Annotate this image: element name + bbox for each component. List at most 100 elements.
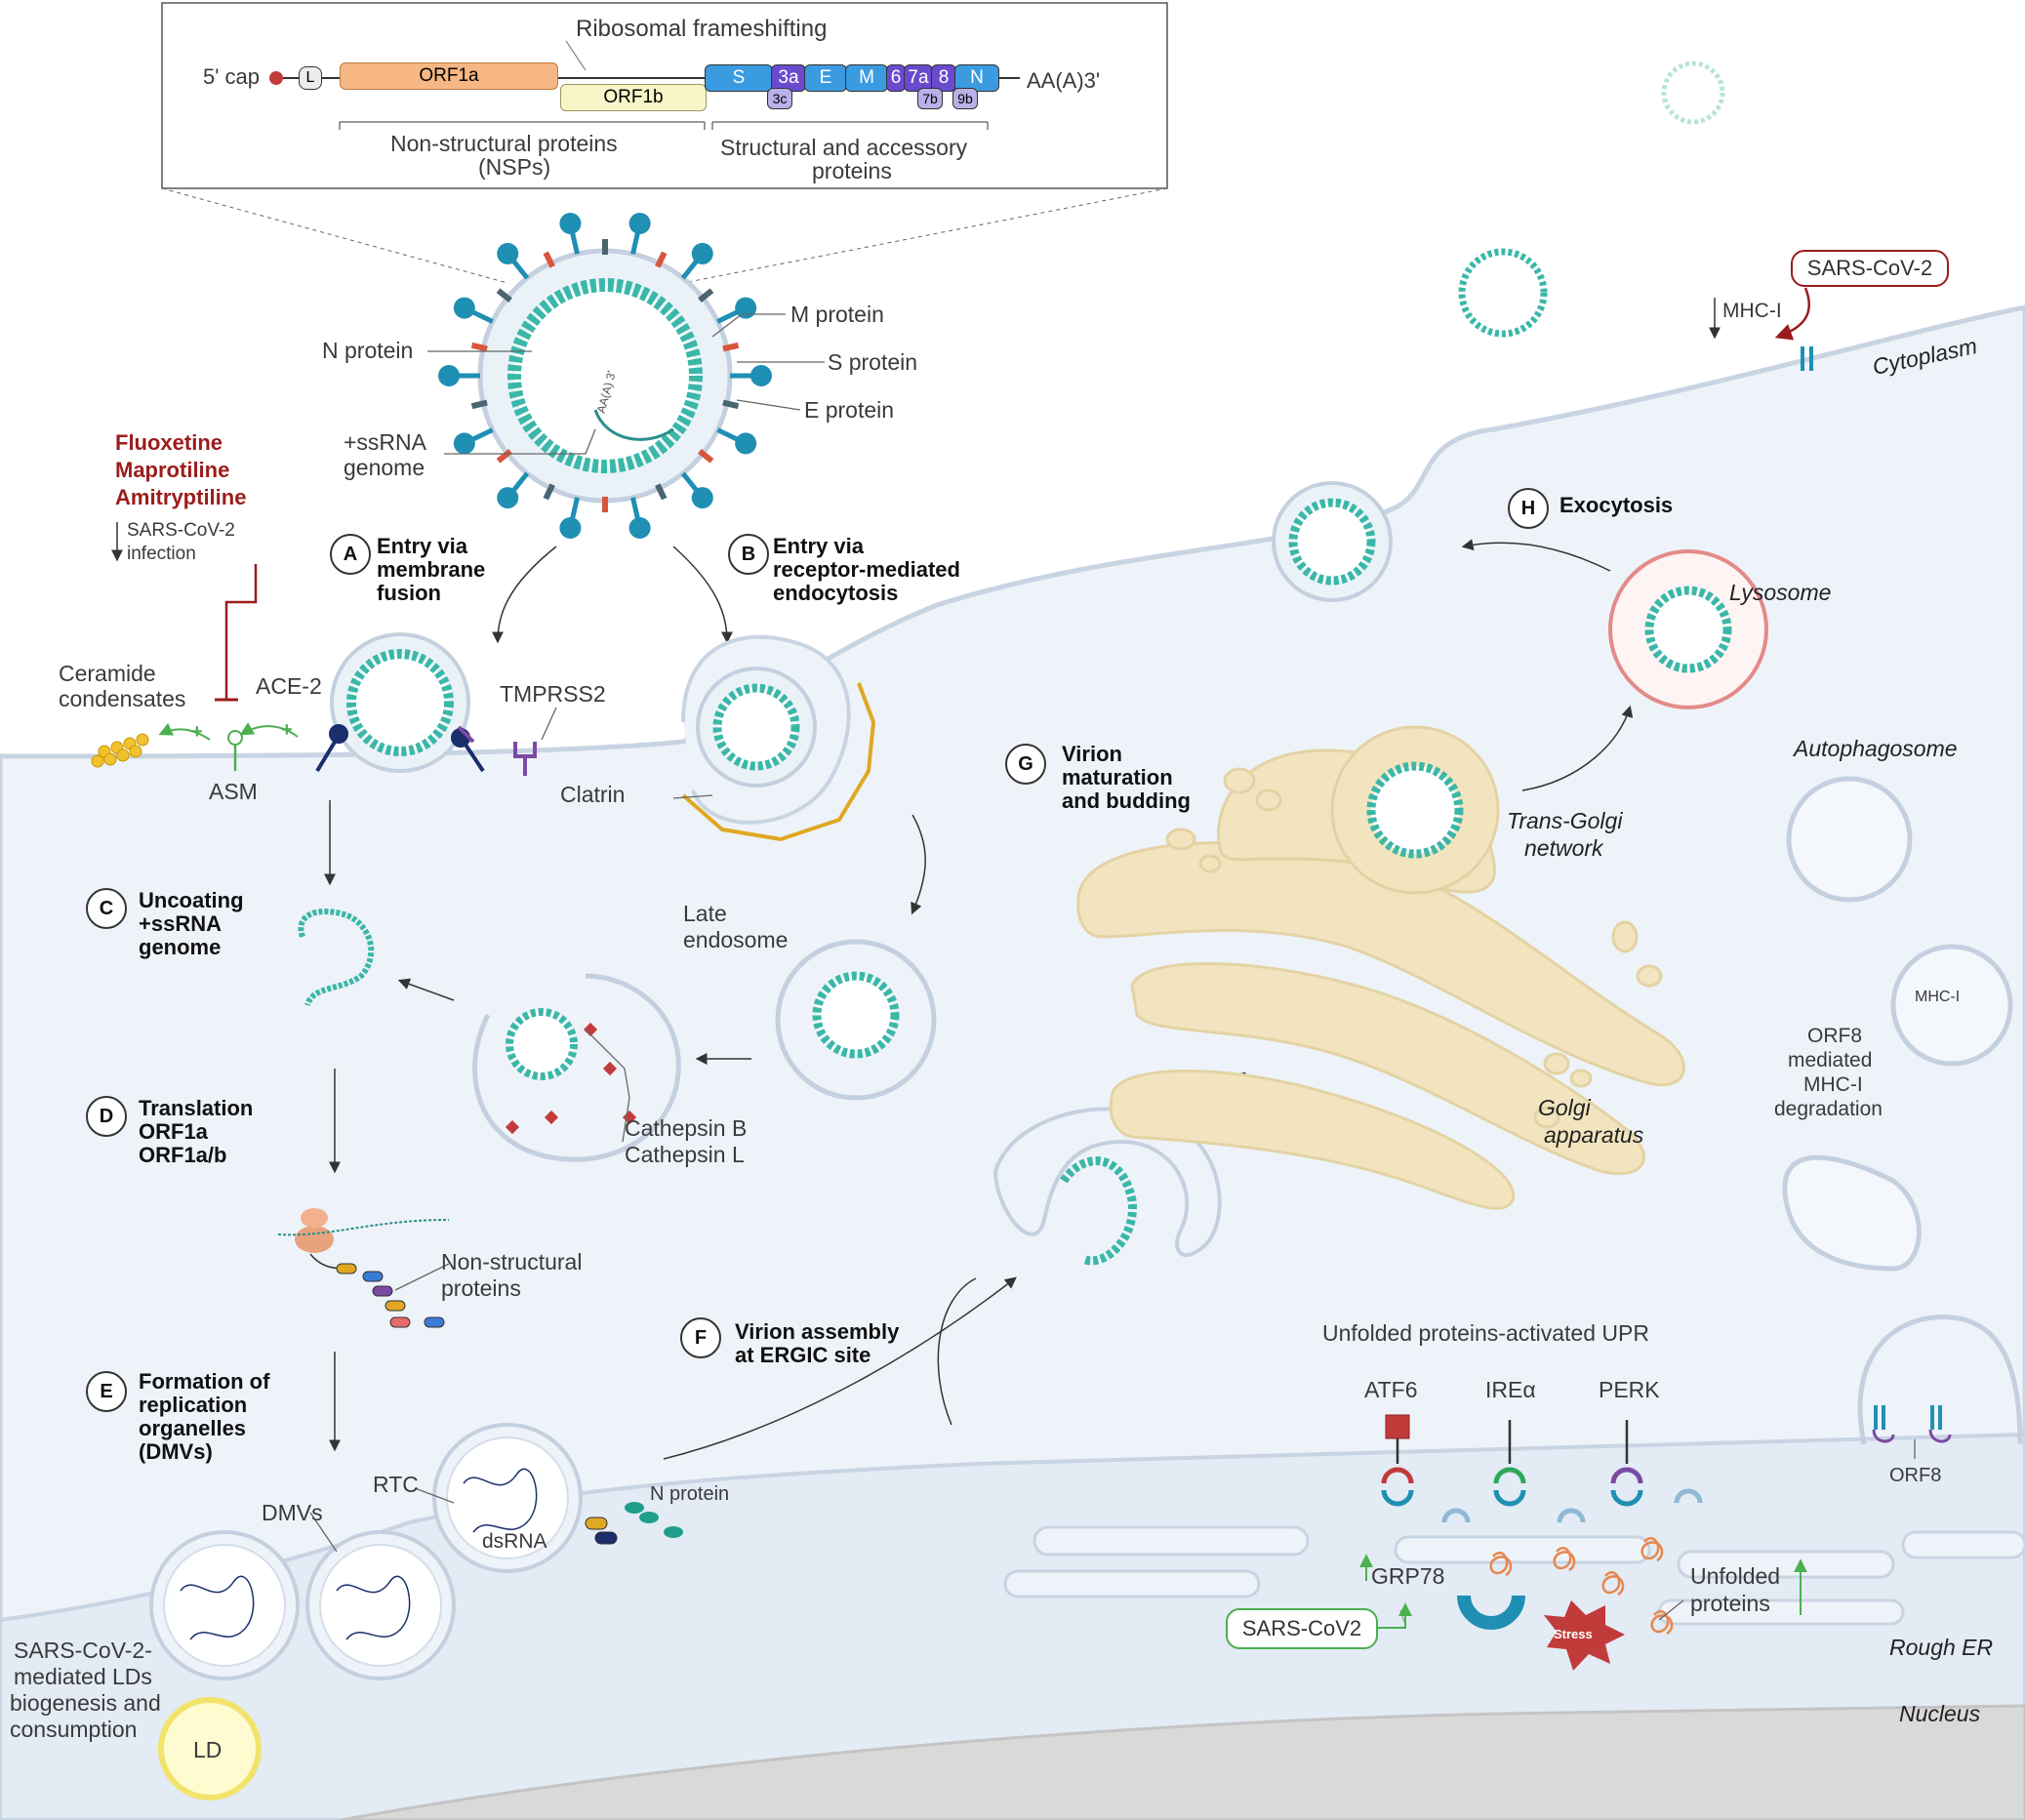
step-e-l4: (DMVs) [139,1439,213,1464]
unfolded-label-1: Unfolded [1690,1563,1781,1589]
nucleus-region [341,1704,2025,1820]
late-endosome-label-2: endosome [683,927,789,952]
lipid-droplet [158,1697,262,1800]
virion-spikes [438,213,772,539]
drug-effect-2: infection [127,544,196,564]
perk-label: PERK [1599,1377,1660,1402]
ld-caption-3: biogenesis and [10,1690,161,1716]
ld-label: LD [193,1737,223,1762]
atf6-label: ATF6 [1364,1377,1418,1402]
orf8-caption-2: mediated [1788,1049,1873,1072]
dsrna-tangles [180,1468,538,1640]
uncoated-rna [298,909,375,1007]
step-b-l2: receptor-mediated [773,557,960,582]
step-f-l2: at ERGIC site [735,1343,871,1367]
n-protein-small-label: N protein [650,1483,730,1505]
gene-7a: 7a [904,64,933,92]
grp78-label: GRP78 [1371,1563,1445,1589]
lysosome-label: Lysosome [1729,580,1832,605]
step-a-marker: A [330,534,371,575]
nsp-label-2: (NSPs) [478,154,551,180]
ceramide-condensates [91,733,149,768]
drug-inhibition-line [224,564,258,700]
step-b-marker: B [728,534,769,575]
step-a-l3: fusion [377,581,441,605]
nsp-product-label-2: proteins [441,1275,521,1301]
clathrin-label: Clatrin [560,782,626,807]
e-protein-mark [543,483,555,501]
late-endosome [775,939,937,1101]
cathepsins [505,1022,637,1135]
s-protein-label: S protein [828,349,918,375]
step-c-l3: genome [139,935,222,959]
drug-amitryptiline: Amitryptiline [115,485,247,509]
cathepsin-b-label: Cathepsin B [625,1115,748,1141]
ssrna-label-2: genome [344,455,425,480]
tmprss2-receptor [513,742,537,776]
step-b-l3: endocytosis [773,581,899,605]
grp78-chaperone [1457,1595,1525,1630]
e-protein-mark [722,399,740,410]
step-a-l1: Entry via [377,534,467,558]
rough-er-label: Rough ER [1889,1635,1994,1660]
step-e-marker: E [86,1371,127,1412]
svg-text:+: + [191,721,203,743]
rtc-label: RTC [373,1472,419,1497]
e-protein-mark [698,288,714,303]
upr-sensors [1381,1414,1643,1507]
mhc-membrane [1801,346,1813,371]
stress-star [1544,1600,1625,1671]
step-f-l1: Virion assembly [735,1319,900,1344]
svg-text:+: + [281,719,293,741]
spike-head [497,487,519,509]
dsrna-label: dsRNA [482,1530,547,1553]
ceramide-label-1: Ceramide [59,661,156,686]
virion-leader-lines [427,313,825,455]
spike-head [438,365,460,386]
golgi-label-1: Golgi [1538,1095,1591,1120]
tgn-label-2: network [1524,835,1603,861]
gene-3c: 3c [767,88,792,109]
gene-7b: 7b [917,88,943,109]
m-protein-mark [496,448,512,464]
nsp-label-1: Non-structural proteins [390,131,618,156]
step-g-l1: Virion [1062,742,1122,766]
step-b-l1: Entry via [773,534,864,558]
spike-head [735,432,757,455]
spike-head [497,242,519,264]
ld-caption-2: mediated LDs [14,1664,152,1689]
step-d-marker: D [86,1096,127,1137]
step-e-l1: Formation of [139,1369,270,1394]
step-c-marker: C [86,888,127,929]
structural-label-2: proteins [812,158,892,183]
unfolded-proteins [1489,1537,1674,1636]
ceramide-label-2: condensates [59,686,186,711]
n-protein-cluster [585,1502,683,1545]
sars-cov-2-box: SARS-CoV-2 [1791,250,1949,287]
late-endosome-label-1: Late [683,901,727,926]
spike-head [559,213,582,235]
autophagosomes [1782,776,2013,1272]
tmprss2-label: TMPRSS2 [500,681,606,707]
poly-a-tail: AA(A)3' [1027,68,1101,93]
ld-caption-4: consumption [10,1717,138,1742]
spike-head [750,365,772,386]
e-protein-mark [655,483,668,501]
er-cisternae [1003,1525,2025,1626]
m-protein-label: M protein [790,302,884,327]
spike-head [628,213,651,235]
drug-effect-1: SARS-CoV-2 [127,520,235,541]
upr-title: Unfolded proteins-activated UPR [1322,1320,1649,1346]
step-h-marker: H [1508,488,1549,529]
golgi-label-2: apparatus [1544,1122,1644,1148]
drug-maprotiline: Maprotiline [115,458,230,482]
mhc-inner-label: MHC-I [1915,989,1961,1005]
step-e-l2: replication [139,1393,248,1417]
autophagosome-label: Autophagosome [1794,736,1958,761]
step-g-l2: maturation [1062,765,1173,789]
orf8-caption-3: MHC-I [1803,1073,1863,1096]
m-protein-mark [722,342,740,352]
leader-sequence: L [299,66,322,90]
orf8-caption-1: ORF8 [1807,1025,1863,1047]
